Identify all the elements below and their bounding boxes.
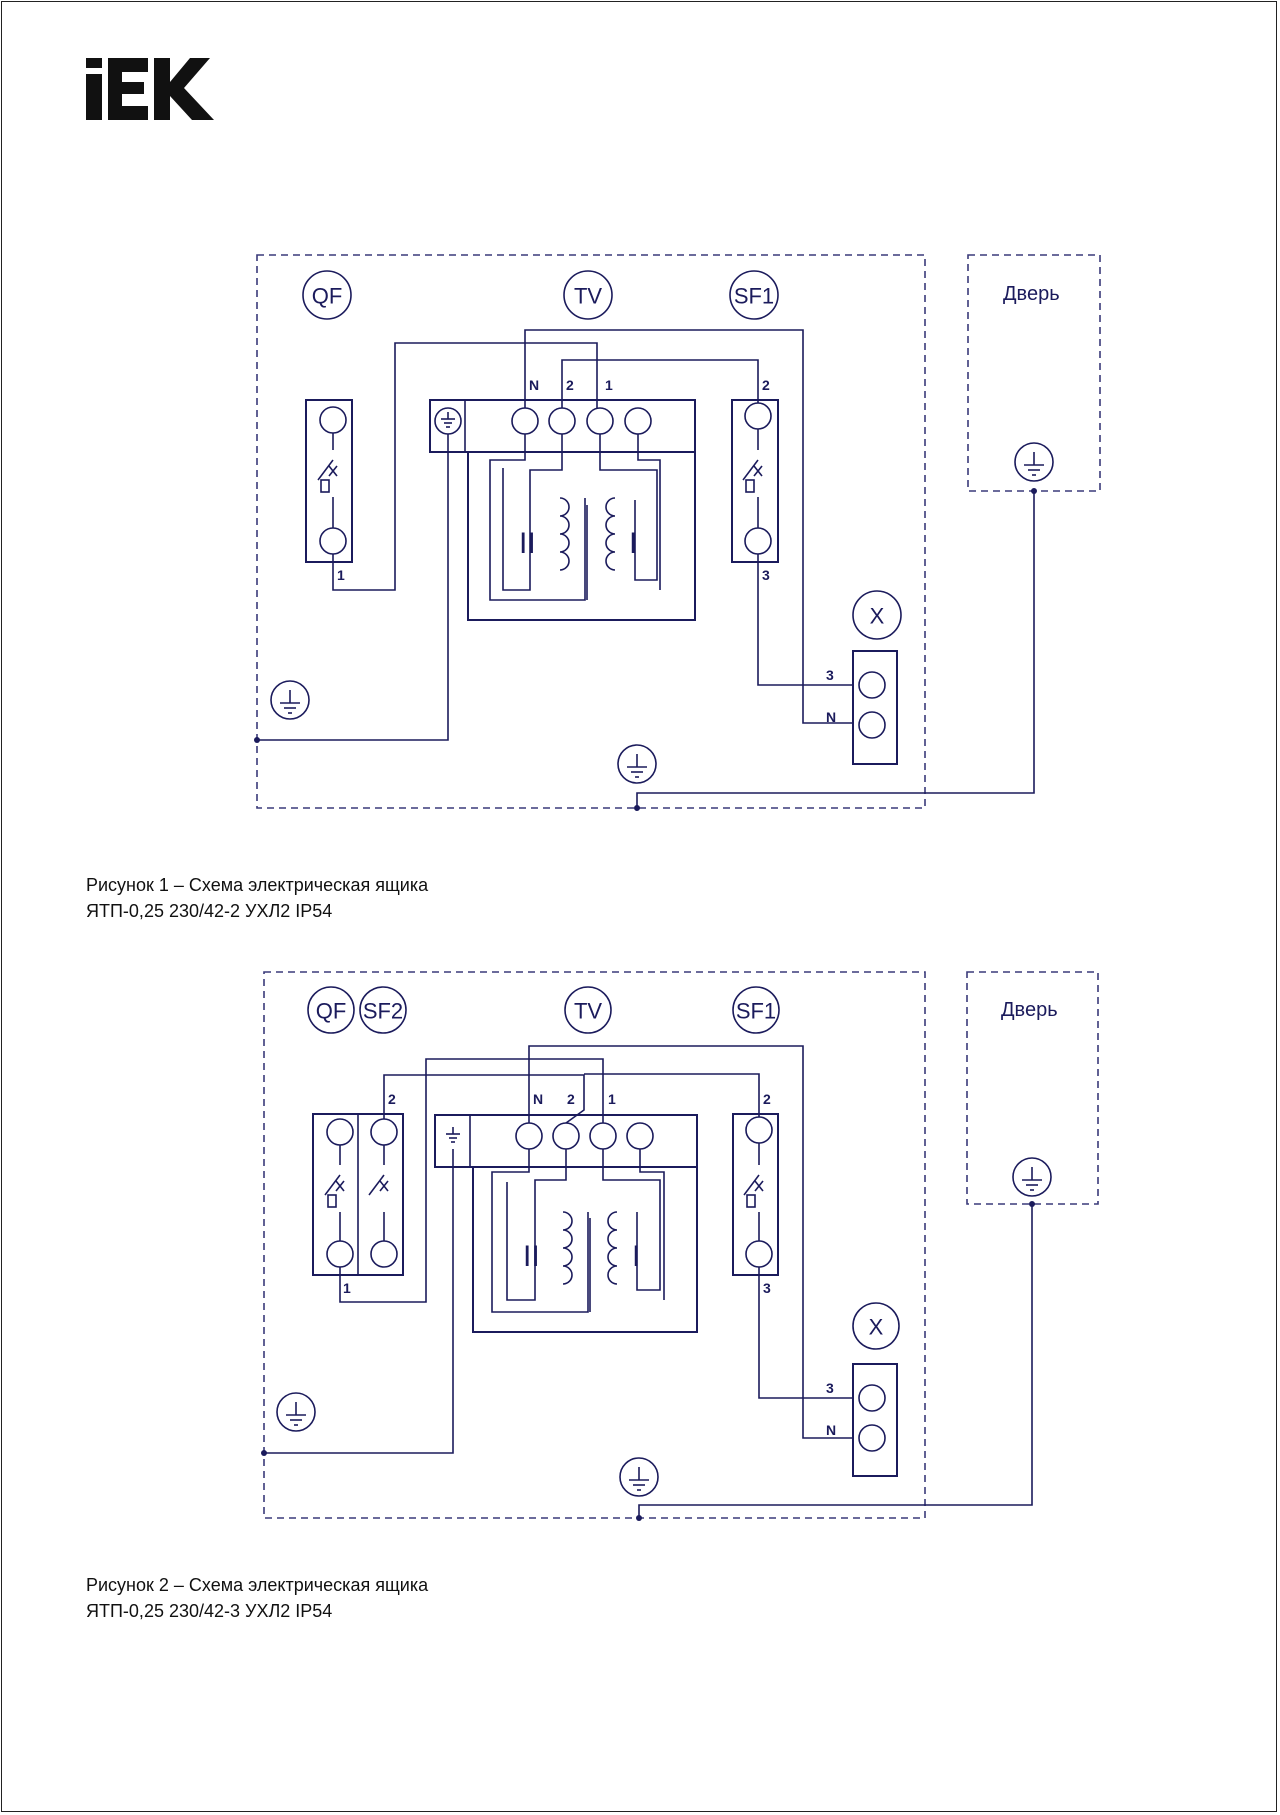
winding-secondary-2: II xyxy=(523,1240,540,1273)
figure-2-caption: Рисунок 2 – Схема электрическая ящика ЯТ… xyxy=(86,1572,428,1624)
door-boundary-2 xyxy=(966,971,1099,1205)
qf-label: QF xyxy=(312,284,343,309)
wire-qf-bottom: 1 xyxy=(337,567,345,583)
wire-1-top: 1 xyxy=(605,377,613,393)
sf2-label-2: SF2 xyxy=(363,999,403,1024)
qf-label-2: QF xyxy=(316,999,347,1024)
tv-label: TV xyxy=(574,284,602,309)
door-label-2: Дверь xyxy=(1001,999,1058,1021)
wire-sf1-bottom: 3 xyxy=(762,567,770,583)
wire-n-top-2: N xyxy=(533,1091,543,1107)
sf1-label: SF1 xyxy=(734,284,774,309)
iek-logo xyxy=(86,58,214,120)
enclosure-boundary-2 xyxy=(263,971,926,1519)
wire-sf1-top-2: 2 xyxy=(763,1091,771,1107)
wire-xn-2: N xyxy=(826,1422,836,1438)
sf1-label-2: SF1 xyxy=(736,999,776,1024)
wire-1-top-2: 1 xyxy=(608,1091,616,1107)
wire-2-top: 2 xyxy=(566,377,574,393)
figure-1-caption-line2: ЯТП-0,25 230/42-2 УХЛ2 IP54 xyxy=(86,901,333,921)
wire-x3: 3 xyxy=(826,667,834,683)
winding-primary: I xyxy=(629,527,637,560)
tv-label-2: TV xyxy=(574,999,602,1024)
wire-xn: N xyxy=(826,709,836,725)
x-label: X xyxy=(870,604,885,629)
figure-1-caption-line1: Рисунок 1 – Схема электрическая ящика xyxy=(86,875,429,895)
wire-2-top-2: 2 xyxy=(567,1091,575,1107)
enclosure-boundary xyxy=(256,254,926,809)
figure-2-caption-line2: ЯТП-0,25 230/42-3 УХЛ2 IP54 xyxy=(86,1601,333,1621)
wire-n-top: N xyxy=(529,377,539,393)
figure-1-caption: Рисунок 1 – Схема электрическая ящика ЯТ… xyxy=(86,872,428,924)
winding-primary-2: I xyxy=(632,1240,640,1273)
x-label-2: X xyxy=(869,1315,884,1340)
figure-2-caption-line1: Рисунок 2 – Схема электрическая ящика xyxy=(86,1575,429,1595)
wire-sf2-top-2: 2 xyxy=(388,1091,396,1107)
door-label: Дверь xyxy=(1003,283,1060,305)
winding-secondary: II xyxy=(519,527,536,560)
wire-qf-bottom-2: 1 xyxy=(343,1280,351,1296)
wire-sf1-bottom-2: 3 xyxy=(763,1280,771,1296)
wire-sf1-top: 2 xyxy=(762,377,770,393)
wire-x3-2: 3 xyxy=(826,1380,834,1396)
